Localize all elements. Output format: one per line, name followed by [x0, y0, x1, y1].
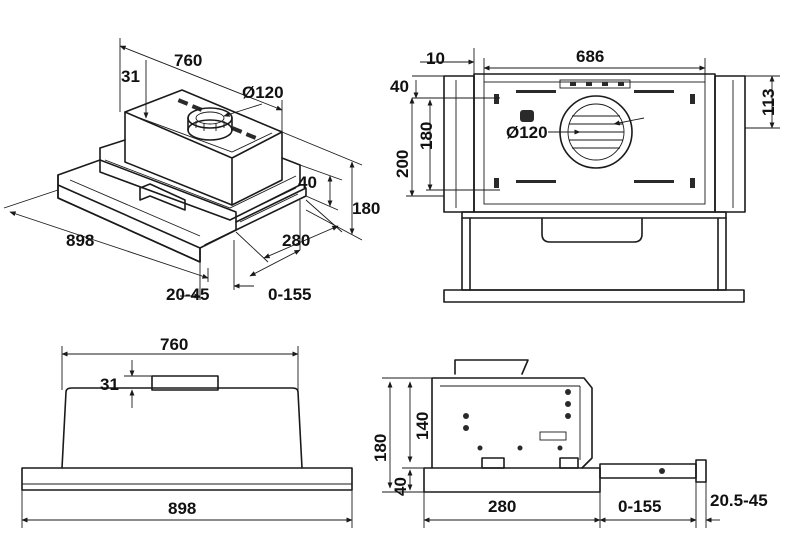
top-right-bracket: [714, 75, 746, 213]
side-duct-collar: [454, 359, 529, 375]
top-visor-frame: [461, 211, 727, 291]
side-20-5-45-label: 20.5-45: [710, 491, 768, 510]
iso-dimensions: 760 31 Ø120 898 40 180 280 20-45: [3, 38, 380, 304]
top-visor-handle: [541, 217, 643, 243]
front-view-dimensions: 760 31 898: [21, 335, 353, 528]
top-10-label: 10: [426, 49, 445, 68]
side-box-holes: [463, 389, 571, 451]
front-760-label: 760: [160, 335, 188, 354]
iso-box-front: [124, 111, 233, 206]
side-view-dimensions: 180 140 40 280 0-155 20.5-45: [371, 377, 768, 528]
iso-depth-label: 898: [66, 231, 94, 250]
side-180-label: 180: [371, 434, 390, 462]
iso-280-label: 280: [282, 231, 310, 250]
top-main-plate: [473, 73, 716, 213]
front-31-label: 31: [100, 375, 119, 394]
iso-20-45-label: 20-45: [166, 285, 209, 304]
front-visor: [21, 467, 353, 491]
side-rail-end: [695, 459, 707, 483]
top-left-bracket: [443, 75, 475, 213]
front-view: [21, 375, 353, 491]
side-0-155-label: 0-155: [618, 497, 661, 516]
side-140-label: 140: [413, 412, 432, 440]
side-motor-box: [431, 377, 593, 469]
top-113-label: 113: [759, 89, 778, 116]
iso-box-side: [231, 131, 283, 206]
iso-180-label: 180: [352, 199, 380, 218]
iso-visor-tray: [57, 159, 307, 263]
iso-duct-spigot: [187, 107, 233, 141]
iso-width-label: 760: [174, 51, 202, 70]
side-40-label: 40: [391, 477, 410, 496]
top-plate-slots: [494, 79, 695, 188]
top-686-label: 686: [576, 47, 604, 66]
iso-40-label: 40: [298, 173, 317, 192]
side-rail: [599, 463, 697, 479]
iso-0-155-label: 0-155: [268, 285, 311, 304]
iso-duct-label: Ø120: [242, 83, 284, 102]
top-duct-label: Ø120: [506, 123, 548, 142]
top-view-dimensions: 10 686 40 180 200 Ø120 113: [390, 47, 780, 197]
top-visor-bar: [443, 289, 745, 303]
iso-chassis: [99, 147, 301, 221]
front-898-label: 898: [168, 499, 196, 518]
top-200-label: 200: [393, 150, 412, 178]
isometric-view: [57, 89, 307, 263]
top-180-label: 180: [417, 122, 436, 150]
top-40-label: 40: [390, 77, 409, 96]
iso-31-label: 31: [121, 67, 140, 86]
side-view: [423, 359, 707, 493]
side-visor: [423, 467, 601, 493]
front-box: [61, 387, 303, 469]
top-view: [443, 73, 746, 303]
side-280-label: 280: [488, 497, 516, 516]
front-duct-collar: [151, 375, 219, 391]
